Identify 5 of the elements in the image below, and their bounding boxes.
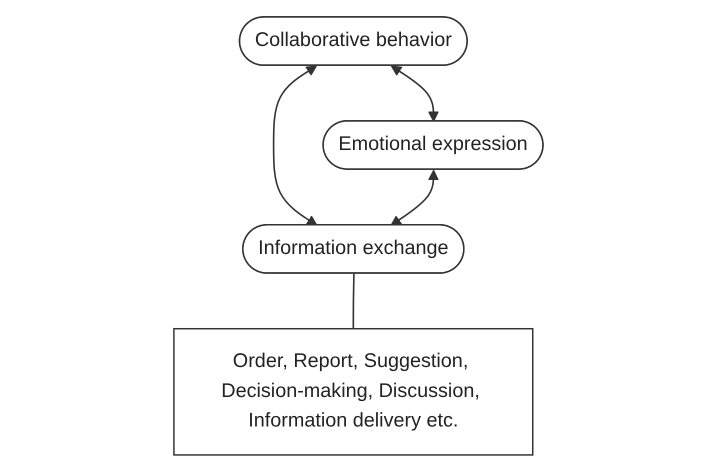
connector (352, 274, 354, 329)
node-box: Order, Report, Suggestion, Decision-making, Discussion, Information delivery etc. (172, 328, 534, 456)
arrow (272, 66, 317, 226)
arrow (390, 66, 438, 122)
arrow (390, 170, 438, 226)
